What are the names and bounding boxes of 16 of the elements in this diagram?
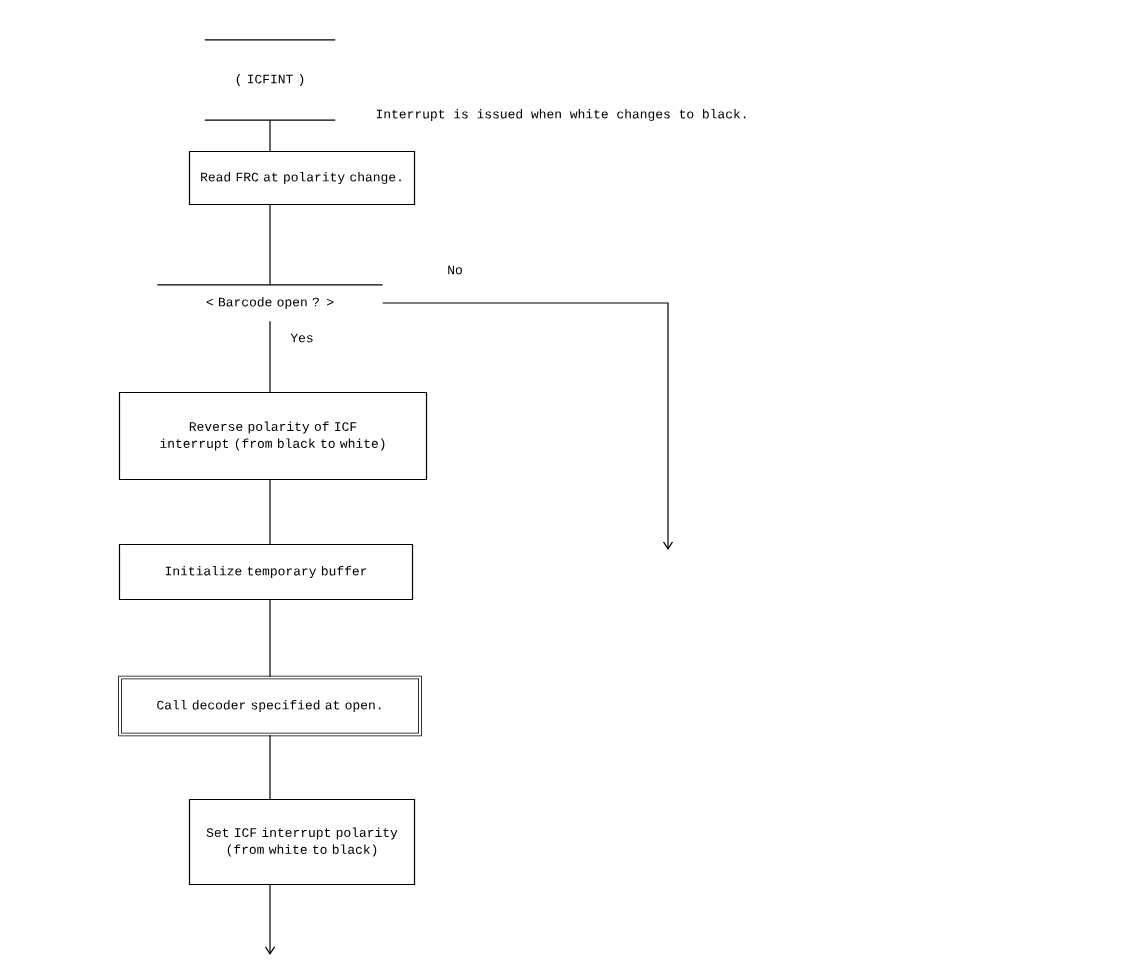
subroutine-box: Call decoder specified at open.: [118, 675, 422, 737]
connector-line: [382, 302, 674, 550]
connector-line: [269, 204, 271, 286]
edge-label: No: [446, 264, 464, 276]
connector-line: [264, 884, 276, 955]
note-text: Interrupt is issued when white changes to black.: [376, 108, 746, 122]
connector-line: [269, 734, 271, 800]
process-box: Set ICF interrupt polarity (from white to black): [188, 798, 416, 886]
process-box: Reverse polarity of ICF interrupt (from black to white): [118, 391, 428, 481]
connector-line: [269, 119, 271, 152]
process-box: Initialize temporary buffer: [118, 543, 414, 601]
connector-line: [269, 320, 271, 393]
edge-label: Yes: [289, 332, 315, 344]
process-box: Read FRC at polarity change.: [188, 150, 416, 206]
connector-line: [269, 599, 271, 678]
connector-line: [269, 479, 271, 545]
